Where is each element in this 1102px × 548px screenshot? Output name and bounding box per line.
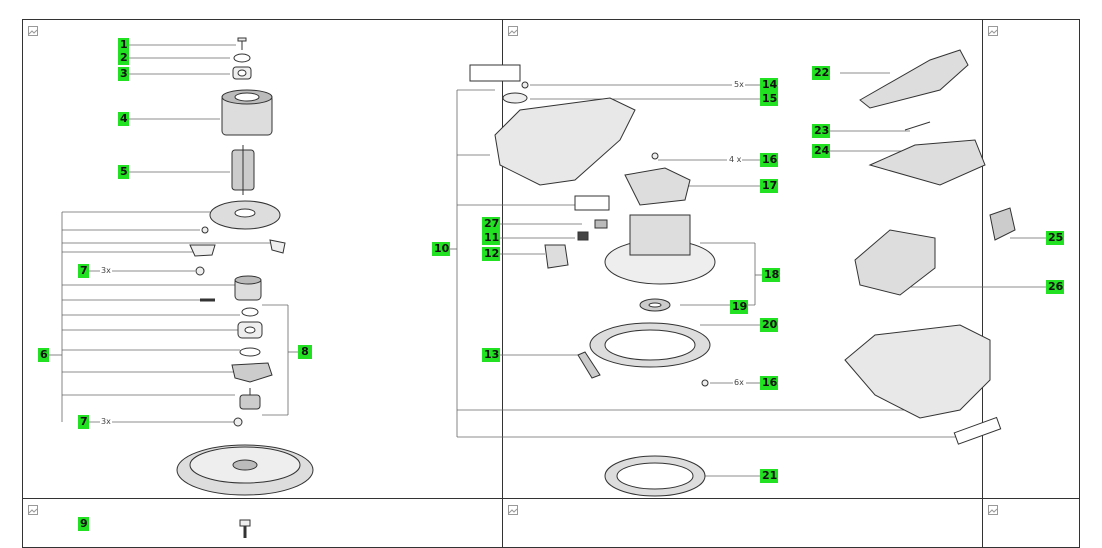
broken-image-icon bbox=[988, 26, 998, 36]
callout-7b: 7 bbox=[78, 415, 89, 429]
screw-16a bbox=[651, 152, 659, 160]
quantity-7b: 3x bbox=[100, 417, 112, 427]
callout-6: 6 bbox=[38, 348, 49, 362]
part-drawings bbox=[176, 37, 1016, 538]
ring-2 bbox=[233, 53, 251, 63]
callout-14: 14 bbox=[760, 78, 778, 92]
small-screw bbox=[201, 226, 209, 234]
broken-image-icon bbox=[28, 26, 38, 36]
fan-6 bbox=[209, 200, 281, 230]
housing-bottom bbox=[844, 324, 991, 419]
callout-24: 24 bbox=[812, 144, 830, 158]
callout-17: 17 bbox=[760, 179, 778, 193]
label-bottom bbox=[953, 416, 1002, 445]
ring-21 bbox=[604, 455, 706, 497]
brush-11 bbox=[577, 231, 589, 241]
broken-image-icon bbox=[988, 505, 998, 515]
callout-25: 25 bbox=[1046, 231, 1064, 245]
screw-7a bbox=[195, 266, 205, 276]
callout-2: 2 bbox=[118, 51, 129, 65]
screw-16b bbox=[701, 379, 709, 387]
cap-15 bbox=[502, 92, 528, 104]
screw-7b bbox=[233, 417, 243, 427]
callout-23: 23 bbox=[812, 124, 830, 138]
callout-20: 20 bbox=[760, 318, 778, 332]
quantity-16a: 4 x bbox=[728, 155, 743, 165]
label-strip bbox=[469, 64, 521, 82]
clip-part bbox=[189, 244, 216, 257]
callout-27: 27 bbox=[482, 217, 500, 231]
holder-12 bbox=[544, 244, 569, 269]
eccentric-part bbox=[234, 275, 262, 301]
spacer-part bbox=[574, 195, 610, 211]
callout-3: 3 bbox=[118, 67, 129, 81]
callout-16a: 16 bbox=[760, 153, 778, 167]
callout-11: 11 bbox=[482, 231, 500, 245]
switch-25 bbox=[989, 207, 1016, 241]
callout-4: 4 bbox=[118, 112, 129, 126]
callout-12: 12 bbox=[482, 247, 500, 261]
flange-part bbox=[231, 362, 273, 383]
ring-20 bbox=[589, 322, 711, 368]
broken-image-icon bbox=[28, 505, 38, 515]
leader-lines bbox=[48, 44, 1046, 477]
lever-13 bbox=[577, 351, 601, 379]
stator-4 bbox=[221, 89, 273, 136]
electronics-26 bbox=[854, 229, 936, 296]
callout-1: 1 bbox=[118, 38, 129, 52]
ring-part bbox=[241, 307, 259, 317]
callout-8: 8 bbox=[298, 345, 312, 359]
handle-22 bbox=[859, 49, 969, 109]
callout-7a: 7 bbox=[78, 264, 89, 278]
bearing-19 bbox=[639, 298, 671, 312]
callout-5: 5 bbox=[118, 165, 129, 179]
callout-18: 18 bbox=[762, 268, 780, 282]
screw-9 bbox=[239, 519, 251, 538]
sanding-pad bbox=[176, 444, 314, 496]
module-24 bbox=[868, 139, 986, 186]
broken-image-icon bbox=[508, 26, 518, 36]
callout-10: 10 bbox=[432, 242, 450, 256]
bearing-3 bbox=[232, 66, 252, 80]
quantity-14: 5x bbox=[733, 80, 745, 90]
washer-part bbox=[239, 347, 261, 357]
broken-image-icon bbox=[508, 505, 518, 515]
bearing-part bbox=[237, 321, 263, 339]
callout-13: 13 bbox=[482, 348, 500, 362]
quantity-16b: 6x bbox=[733, 378, 745, 388]
rotor-5 bbox=[231, 145, 255, 195]
callout-19: 19 bbox=[730, 300, 748, 314]
callout-22: 22 bbox=[812, 66, 830, 80]
callout-21: 21 bbox=[760, 469, 778, 483]
screw-1 bbox=[237, 37, 247, 50]
callout-16b: 16 bbox=[760, 376, 778, 390]
motor-cover-17 bbox=[624, 167, 691, 206]
brush-27 bbox=[594, 219, 608, 229]
wire-23 bbox=[904, 121, 931, 131]
callout-9: 9 bbox=[78, 517, 89, 531]
quantity-7a: 3x bbox=[100, 266, 112, 276]
callout-26: 26 bbox=[1046, 280, 1064, 294]
screw-14 bbox=[521, 81, 529, 89]
clip-part-2 bbox=[269, 239, 286, 254]
housing-18 bbox=[604, 214, 716, 285]
spindle-part bbox=[239, 388, 261, 410]
callout-15: 15 bbox=[760, 92, 778, 106]
housing-top bbox=[494, 97, 636, 186]
